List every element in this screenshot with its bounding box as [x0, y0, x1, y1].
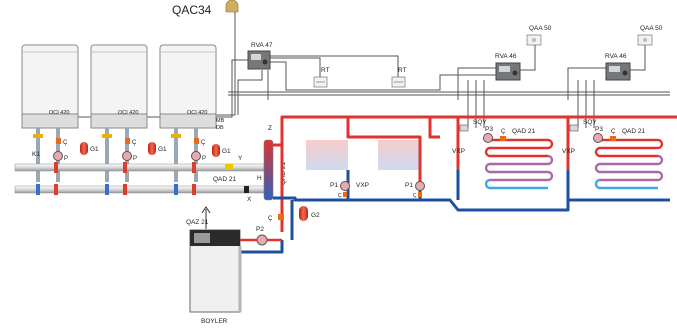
zone-2-sensor-label: Ç [611, 129, 616, 135]
zone-1-sensor-label: Ç [501, 129, 506, 135]
boyler-label: BOYLER [201, 318, 228, 325]
radiator-pumps: P1 P1 VXP Ç Ç [330, 181, 425, 199]
outdoor-sensor: QAC34 [172, 0, 239, 17]
radiator-1-sensor-label: Ç [338, 193, 342, 199]
sqy-label-1: SQY [473, 119, 487, 126]
mb-label: MB [216, 118, 225, 124]
y-label: Y [238, 155, 243, 162]
boiler-3 [159, 44, 217, 129]
room-unit-2: QAA 50 [637, 25, 663, 46]
radiator-2-sensor-label: Ç [413, 193, 417, 199]
room-thermostat-2: RT [391, 67, 407, 88]
g1-label-2: G1 [158, 146, 167, 153]
room-unit-1: QAA 50 [526, 25, 552, 46]
p1-label-1: P1 [330, 182, 338, 189]
g1-label-3: G1 [222, 148, 231, 155]
rva46-label-1: RVA 46 [495, 53, 517, 60]
qaa50-label-2: QAA 50 [640, 25, 663, 32]
rt-label-1: RT [321, 67, 330, 74]
boiler-2 [90, 44, 148, 129]
y-indicator [225, 164, 233, 170]
z-label: Z [268, 125, 272, 132]
separator-sensor-label: Ç [268, 216, 273, 222]
sqy-label-2: SQY [583, 119, 597, 126]
zone-2-devices: SQY P3 Ç QAD 21 VXP [562, 119, 646, 155]
boiler-3-sensor-label: Ç [201, 140, 206, 146]
boiler-1 [21, 44, 79, 129]
qad21-label-header: QAD 21 [213, 176, 237, 183]
h-label: H [257, 175, 262, 182]
boiler-3-pump-label: P [202, 156, 206, 162]
room-thermostat-1: RT [313, 67, 330, 88]
vxp-label-radiator: VXP [356, 182, 369, 189]
control-cables [60, 10, 670, 128]
rva47-label: RVA 47 [251, 42, 273, 49]
radiator-1 [306, 140, 348, 170]
qad21-label-zone-1: QAD 21 [512, 128, 536, 135]
g2-label: G2 [311, 212, 320, 219]
g1-expansion-tanks: G1 G1 G1 [80, 142, 231, 157]
boiler-pumps: P P P K1 [32, 151, 206, 162]
supply-pipes [273, 115, 677, 232]
x-marker [244, 186, 249, 193]
p3-label-2: P3 [595, 126, 603, 133]
hydraulic-separator [263, 139, 274, 201]
boiler-2-sensor-label: Ç [132, 140, 137, 146]
oci-label-1: OCI 420 [49, 110, 69, 116]
db-label: DB [216, 125, 224, 131]
p3-label-1: P3 [485, 126, 493, 133]
zone-1-devices: SQY P3 Ç QAD 21 VXP [452, 119, 536, 155]
k1-label: K1 [32, 151, 40, 158]
floor-zone-2 [594, 138, 664, 190]
rva46-controller-2: RVA 46 [605, 53, 631, 81]
rva46-controller-1: RVA 46 [495, 53, 521, 81]
boiler-2-pump-label: P [133, 156, 137, 162]
rt-label-2: RT [398, 67, 407, 74]
boiler-sensors: Ç Ç Ç [56, 138, 206, 146]
boiler-1-pump-label: P [64, 156, 68, 162]
floor-zone-1 [484, 138, 554, 190]
g1-label-1: G1 [90, 146, 99, 153]
p2-pump: P2 [240, 226, 282, 246]
x-label: X [247, 196, 252, 203]
boiler-tank: BOYLER [189, 229, 242, 325]
qac34-label: QAC34 [172, 3, 212, 17]
p1-label-2: P1 [405, 182, 413, 189]
qaz21-label: QAZ 21 [186, 219, 209, 226]
oci-label-3: OCI 420 [187, 110, 207, 116]
radiator-2 [378, 140, 420, 170]
qaa50-label-1: QAA 50 [529, 25, 552, 32]
g2-expansion-tank: G2 Ç [268, 206, 320, 222]
vxp-label-zone-2: VXP [562, 148, 575, 155]
return-header [14, 185, 269, 194]
boiler-1-sensor-label: Ç [63, 140, 68, 146]
qaz21-sensor: QAZ 21 [186, 206, 211, 229]
header-valves [36, 162, 196, 195]
rva47-controller: RVA 47 [247, 42, 273, 70]
qad21-label-zone-2: QAD 21 [622, 128, 646, 135]
rva46-label-2: RVA 46 [605, 53, 627, 60]
oci-label-2: OCI 420 [118, 110, 138, 116]
p2-label: P2 [256, 226, 264, 233]
vxp-label-zone-1: VXP [452, 148, 465, 155]
return-pipes [240, 170, 670, 254]
